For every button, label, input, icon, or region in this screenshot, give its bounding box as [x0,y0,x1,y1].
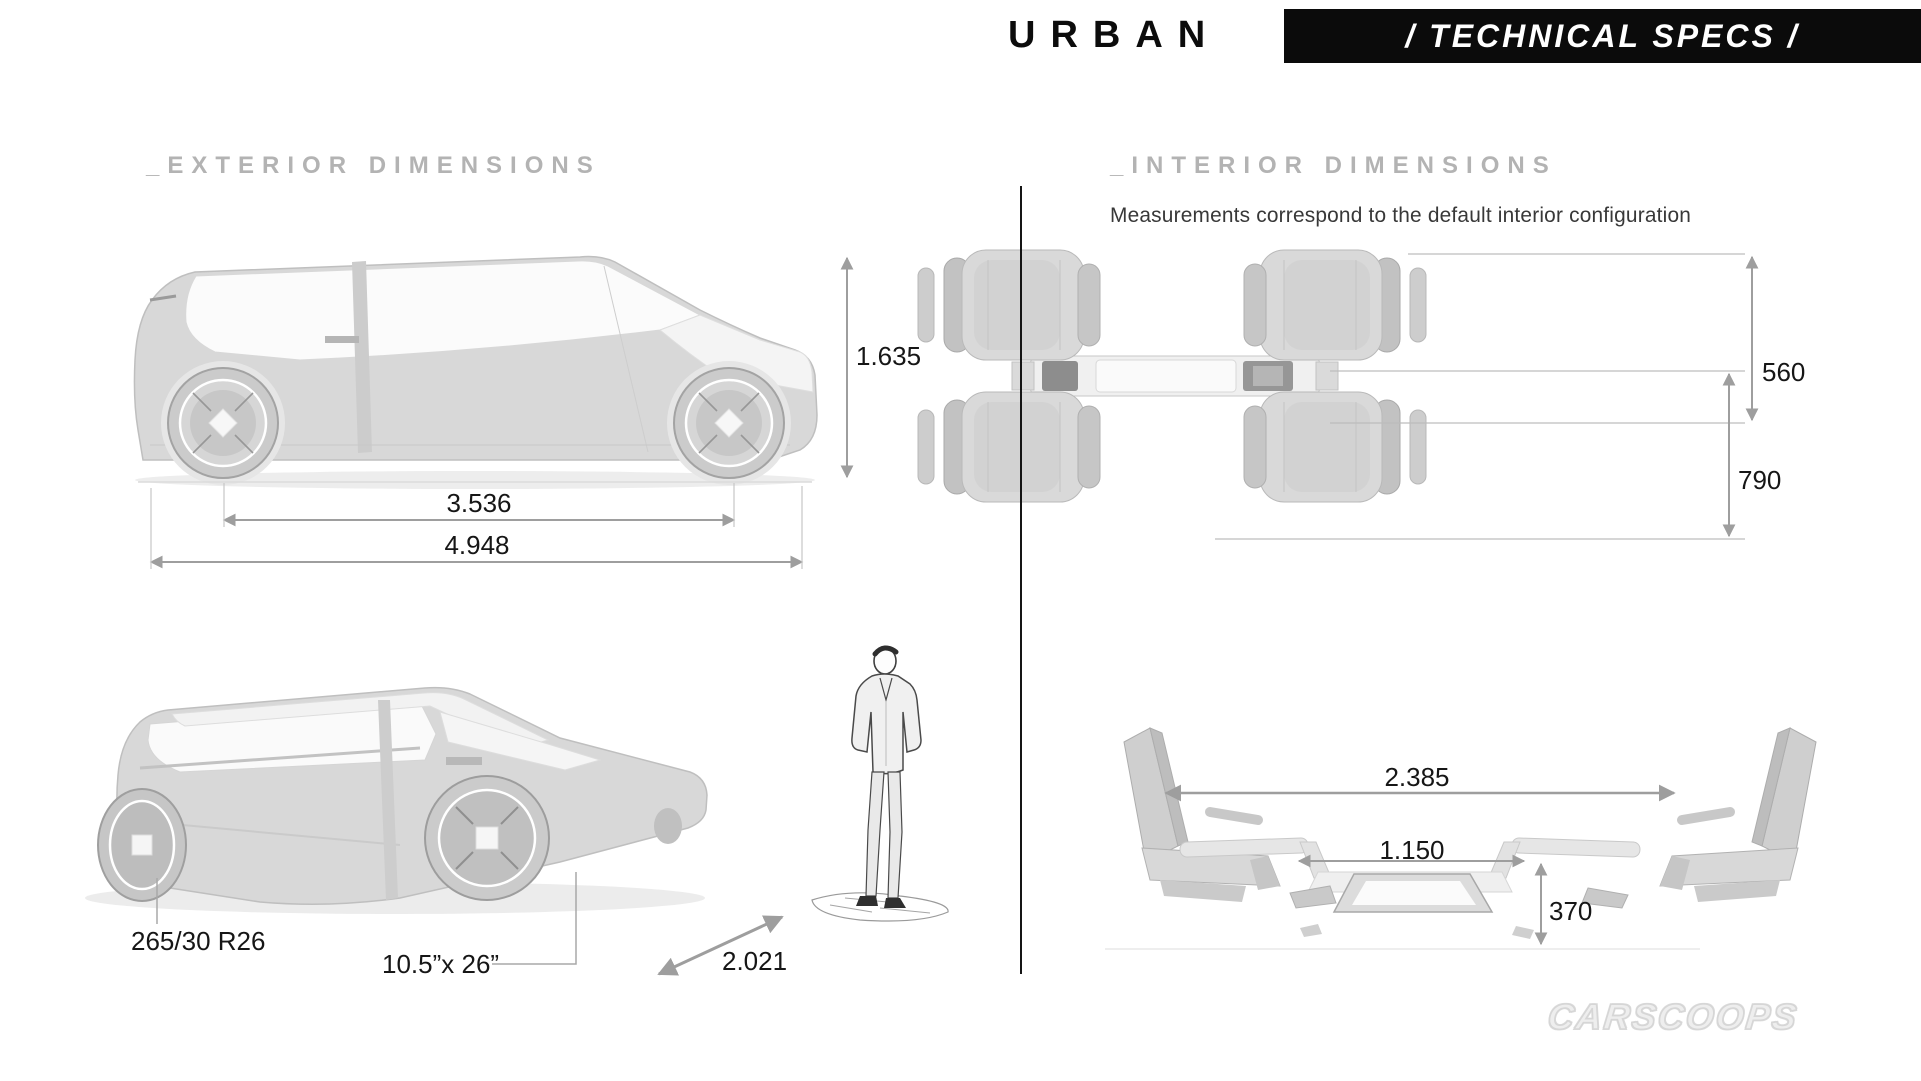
brand-logo: URBAN [1008,14,1221,56]
interior-rear-dimension-arrows [1164,784,1676,946]
dim-seat-depth-label: 560 [1762,357,1806,387]
carscoops-watermark: CARSCOOPS [1545,995,1801,1038]
dim-cabin-width-label: 2.385 [1384,762,1450,792]
exterior-section-title: _EXTERIOR DIMENSIONS [146,152,601,179]
exterior-dimension-arrows [149,256,854,569]
person-figure [811,645,949,922]
rear-quarter-callouts [156,872,784,976]
technical-specs-banner: / TECHNICAL SPECS / [1284,9,1921,63]
dim-seat-pitch-label: 790 [1738,465,1782,495]
interior-subtitle: Measurements correspond to the default i… [1110,203,1692,227]
banner-label: / TECHNICAL SPECS / [1405,17,1800,54]
side-badge [446,757,482,765]
tire-size-label: 265/30 R26 [131,926,266,956]
dim-wheelbase-label: 3.536 [446,488,512,518]
dim-height-label: 1.635 [856,341,922,371]
side-view-car [133,255,818,489]
seats-top-view [917,249,1427,503]
dim-floor-height-label: 370 [1549,896,1593,926]
top-view-dimension-arrows [1215,253,1759,540]
dim-width-label: 2.021 [722,946,788,976]
side-badge [325,336,359,343]
section-divider [1020,186,1022,974]
rear-quarter-car [85,686,708,914]
dim-floor-width-label: 1.150 [1379,835,1445,865]
dim-length-label: 4.948 [444,530,510,560]
interior-rear-view [1105,728,1816,950]
wheel-size-label: 10.5”x 26” [382,949,500,979]
interior-section-title: _INTERIOR DIMENSIONS [1110,152,1557,179]
rear-wheel-near [97,788,187,902]
rear-wheel-far [424,775,550,901]
